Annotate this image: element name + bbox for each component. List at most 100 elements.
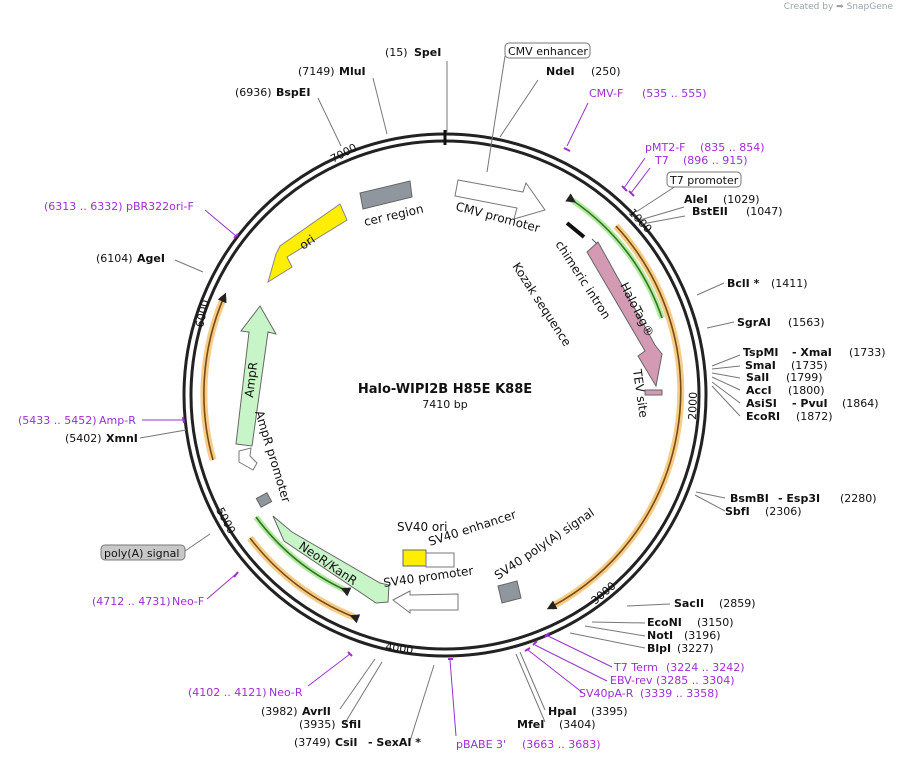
primer-cmvf-range: (535 .. 555) — [642, 87, 707, 100]
credit-prefix: Created by — [783, 2, 834, 12]
site-acci-pos: (1800) — [788, 384, 825, 397]
ampr-label: AmpR — [242, 361, 260, 398]
site-xmni-pos: (5402) — [65, 432, 102, 445]
site-esp3i-name: - Esp3I — [778, 492, 820, 505]
primer-sv40pa-name: SV40pA-R — [579, 687, 634, 700]
site-sgrai-pos: (1563) — [788, 316, 825, 329]
tev-site-box — [644, 389, 663, 396]
site-smai-pos: (1735) — [791, 359, 828, 372]
kozak-mark — [591, 238, 598, 245]
primer-pbabe-range: (3663 .. 3683) — [522, 738, 601, 751]
site-xmai-name: - XmaI — [792, 346, 832, 359]
site-avrii-name: AvrII — [302, 705, 331, 718]
tick-label: 2000 — [686, 392, 700, 420]
sv40-enhancer-box — [425, 552, 455, 568]
site-econi-name: EcoNI — [647, 616, 682, 629]
site-bcli-pos: (1411) — [771, 277, 808, 290]
site-sbfi-name: SbfI — [725, 505, 750, 518]
primer-pbr-name: pBR322ori-F — [126, 200, 194, 213]
polya-label: poly(A) signal — [104, 547, 179, 560]
site-mfei-name: MfeI — [517, 718, 544, 731]
snapgene-logo-icon: ➡ — [836, 2, 844, 12]
plasmid-name: Halo-WIPI2B H85E K88E — [358, 382, 532, 397]
primer-ebv-name: EBV-rev — [610, 674, 653, 687]
ampr-promoter-label: AmpR promoter — [252, 409, 293, 504]
ampr-promoter-arrow — [238, 447, 258, 471]
sites-right: AleI (1029) BstEII (1047) BclI * (1411) … — [684, 193, 886, 518]
site-pvui-name: - PvuI — [792, 397, 828, 410]
site-mlui-pos: (7149) — [298, 65, 335, 78]
site-mfei-pos: (3404) — [559, 718, 596, 731]
primer-t7term-range: (3224 .. 3242) — [666, 661, 745, 674]
site-sacii-name: SacII — [674, 597, 704, 610]
site-sgrai-name: SgrAI — [737, 316, 771, 329]
kozak-label: Kozak sequence — [509, 260, 573, 349]
primer-t7-name: T7 — [654, 154, 669, 167]
site-avrii-pos: (3982) — [261, 705, 298, 718]
site-blpi-name: BlpI — [647, 642, 671, 655]
primer-pmt2f-range: (835 .. 854) — [700, 141, 765, 154]
site-hpai-pos: (3395) — [591, 705, 628, 718]
site-ecori-pos: (1872) — [796, 410, 833, 423]
primer-neor-range: (4102 .. 4121) — [188, 686, 267, 699]
neo-arrow — [272, 515, 390, 604]
t7-promoter-label: T7 promoter — [669, 174, 739, 187]
site-smai-name: SmaI — [745, 359, 776, 372]
site-alei-name: AleI — [684, 193, 708, 206]
sv40-promoter-arrow — [392, 590, 459, 615]
site-spei-pos: (15) — [385, 46, 408, 59]
site-csii-pos: (3749) — [294, 736, 331, 749]
site-bsmbi-pos: (2280) — [840, 492, 877, 505]
site-sacii-pos: (2859) — [719, 597, 756, 610]
site-csii-name: CsiI — [335, 736, 357, 749]
site-asisi-pos: (1864) — [842, 397, 879, 410]
site-xmni-name: XmnI — [106, 432, 138, 445]
primer-t7-range: (896 .. 915) — [683, 154, 748, 167]
credit-brand: SnapGene — [846, 2, 893, 12]
t7-promoter-box: T7 promoter — [666, 171, 742, 188]
tev-site-label: TEV site — [630, 367, 651, 418]
primer-ebv-range: (3285 .. 3304) — [656, 674, 735, 687]
cmv-enhancer-label: CMV enhancer — [508, 45, 588, 58]
site-tspmi-pos: (1733) — [849, 346, 886, 359]
green-arc-neo-line — [255, 516, 352, 597]
primer-marks — [182, 147, 635, 660]
site-sfii-pos: (3935) — [299, 718, 336, 731]
cmv-promoter-arrow — [454, 179, 546, 220]
site-bcli-name: BclI * — [727, 277, 760, 290]
site-ndei-pos: (250) — [591, 65, 621, 78]
site-alei-pos: (1029) — [723, 193, 760, 206]
primer-ampr-range: (5433 .. 5452) — [18, 414, 97, 427]
primer-leaders — [142, 102, 651, 737]
gray-block-left — [255, 492, 273, 508]
site-tspmi-name: TspMI — [743, 346, 779, 359]
site-agei-name: AgeI — [137, 252, 165, 265]
site-ecori-name: EcoRI — [746, 410, 780, 423]
site-econi-pos: (3150) — [697, 616, 734, 629]
plasmid-length: 7410 bp — [422, 398, 467, 411]
site-bsteii-pos: (1047) — [746, 205, 783, 218]
sites-left: (6104) AgeI (5402) XmnI (3982) AvrII (39… — [65, 252, 421, 749]
ampr-arrow — [235, 305, 278, 447]
orf-arc-neo-line — [249, 537, 361, 624]
site-sali-name: SalI — [746, 371, 769, 384]
site-noti-name: NotI — [647, 629, 673, 642]
leader-lines — [139, 55, 741, 742]
orf-arc-amp-line — [203, 292, 227, 461]
primer-pbr-range: (6313 .. 6332) — [44, 200, 123, 213]
primer-ampr-name: Amp-R — [99, 414, 136, 427]
primer-neof-range: (4712 .. 4731) — [92, 595, 171, 608]
site-sexai-name: - SexAI * — [368, 736, 421, 749]
primer-pmt2f-name: pMT2-F — [645, 141, 686, 154]
snapgene-credit: Created by ➡ SnapGene — [784, 2, 893, 12]
cmv-enhancer-box: CMV enhancer — [504, 42, 591, 59]
tick-label: 6000 — [193, 299, 212, 329]
sv40-ori-box — [402, 549, 427, 567]
tick-label: 4000 — [385, 640, 415, 657]
orf-arcs — [200, 223, 685, 624]
site-mlui-name: MluI — [339, 65, 366, 78]
feature-shapes — [235, 179, 663, 615]
sv40-ori-label: SV40 ori — [397, 520, 448, 534]
primer-cmvf-name: CMV-F — [589, 87, 623, 100]
